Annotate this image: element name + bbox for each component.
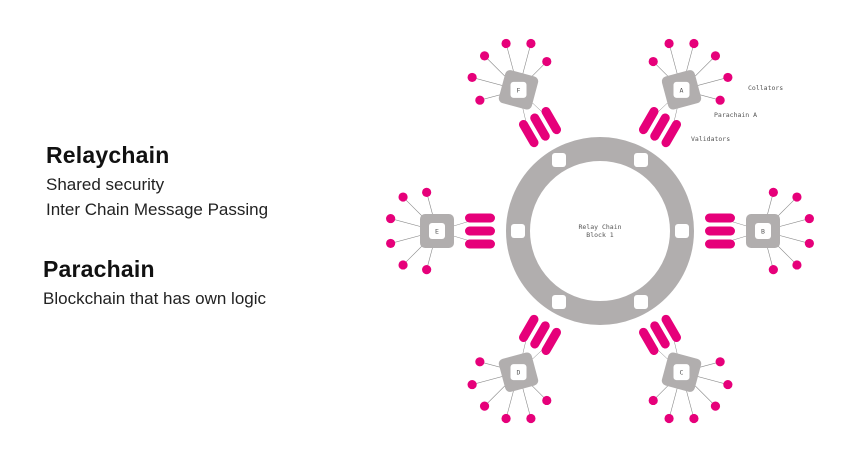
relaychain-title: Relaychain — [46, 142, 170, 168]
collator-node — [501, 413, 511, 424]
annotation-validators: Validators — [691, 135, 730, 143]
collator-node — [467, 72, 477, 83]
parachain-node-core — [755, 223, 771, 239]
validator-bar — [518, 314, 539, 343]
relaychain-line-security: Shared security — [46, 175, 165, 194]
collator-node — [475, 357, 485, 367]
validator-bar — [465, 213, 495, 223]
collator-node — [475, 95, 485, 105]
parachain-letter: E — [435, 228, 439, 236]
collator-node — [768, 265, 778, 275]
validator-bar — [638, 106, 659, 135]
relay-slot — [511, 224, 525, 238]
collator-node — [710, 51, 721, 61]
validator-bar — [465, 239, 495, 249]
annotation-parachain-a: Parachain A — [714, 111, 757, 119]
collator-node — [664, 413, 674, 424]
parachain-letter: D — [517, 369, 521, 377]
parachain-node-core — [429, 223, 445, 239]
collator-node — [386, 213, 396, 224]
collator-node — [723, 72, 733, 83]
relay-slot — [675, 224, 689, 238]
parachain-groups: A B C D E F — [386, 38, 814, 424]
relay-slot — [552, 152, 566, 167]
collator-node — [398, 260, 408, 270]
collator-node — [768, 187, 778, 197]
parachain-title: Parachain — [43, 256, 155, 282]
collator-node — [689, 38, 699, 49]
annotation-collators: Collators — [748, 84, 783, 92]
collator-node — [804, 238, 814, 249]
parachain-letter: F — [517, 86, 521, 94]
parachain-letter: B — [761, 228, 765, 236]
relay-label-line-1: Relay Chain — [578, 223, 621, 231]
collator-node — [715, 357, 725, 367]
collator-node — [792, 192, 802, 202]
collator-node — [792, 260, 802, 270]
validator-bar — [530, 321, 550, 349]
validator-bar — [638, 327, 659, 356]
parachain-group-a: A — [638, 38, 733, 148]
collator-node — [542, 56, 552, 67]
parachain-group-f: F — [467, 38, 562, 148]
collator-node — [542, 395, 552, 406]
collator-node — [422, 187, 432, 197]
validator-bar — [661, 314, 682, 343]
validator-bar — [705, 239, 735, 249]
validator-bar — [705, 213, 735, 223]
relaychain-line-messaging: Inter Chain Message Passing — [46, 200, 269, 219]
parachain-group-b: B — [705, 187, 814, 275]
parachain-group-e: E — [386, 187, 495, 275]
relay-label-line-2: Block 1 — [586, 231, 613, 239]
collator-node — [710, 401, 721, 411]
collator-node — [689, 413, 699, 424]
collator-node — [467, 379, 477, 390]
validator-bar — [650, 321, 670, 349]
collator-node — [479, 401, 490, 411]
validator-bar — [530, 113, 550, 141]
relay-slot — [634, 295, 648, 310]
validator-bar — [541, 106, 562, 135]
validator-bar — [541, 327, 562, 356]
collator-node — [715, 95, 725, 105]
validator-bar — [705, 226, 735, 236]
collator-node — [479, 51, 490, 61]
collator-node — [501, 38, 511, 49]
relay-slot — [634, 152, 648, 167]
collator-node — [664, 38, 674, 49]
collator-node — [422, 265, 432, 275]
collator-node — [723, 379, 733, 390]
parachain-node-core — [510, 81, 527, 98]
collator-node — [648, 395, 658, 406]
parachain-letter: C — [680, 369, 684, 377]
collator-node — [804, 213, 814, 224]
parachain-line-logic: Blockchain that has own logic — [43, 289, 267, 308]
parachain-node-core — [673, 81, 690, 98]
collator-node — [398, 192, 408, 202]
collator-node — [526, 38, 536, 49]
parachain-letter: A — [680, 86, 684, 94]
collator-node — [386, 238, 396, 249]
parachain-group-d: D — [467, 314, 562, 424]
relaychain-legend: Relaychain Shared security Inter Chain M… — [46, 142, 268, 220]
parachain-node-core — [510, 364, 527, 381]
parachain-node-core — [673, 364, 690, 381]
parachain-group-c: C — [638, 314, 733, 424]
relay-slot — [552, 295, 566, 310]
validator-bar — [650, 113, 670, 141]
validator-bar — [661, 119, 682, 148]
validator-bar — [518, 119, 539, 148]
collator-node — [648, 56, 658, 67]
validator-bar — [465, 226, 495, 236]
parachain-legend: Parachain Blockchain that has own logic — [43, 256, 266, 309]
collator-node — [526, 413, 536, 424]
